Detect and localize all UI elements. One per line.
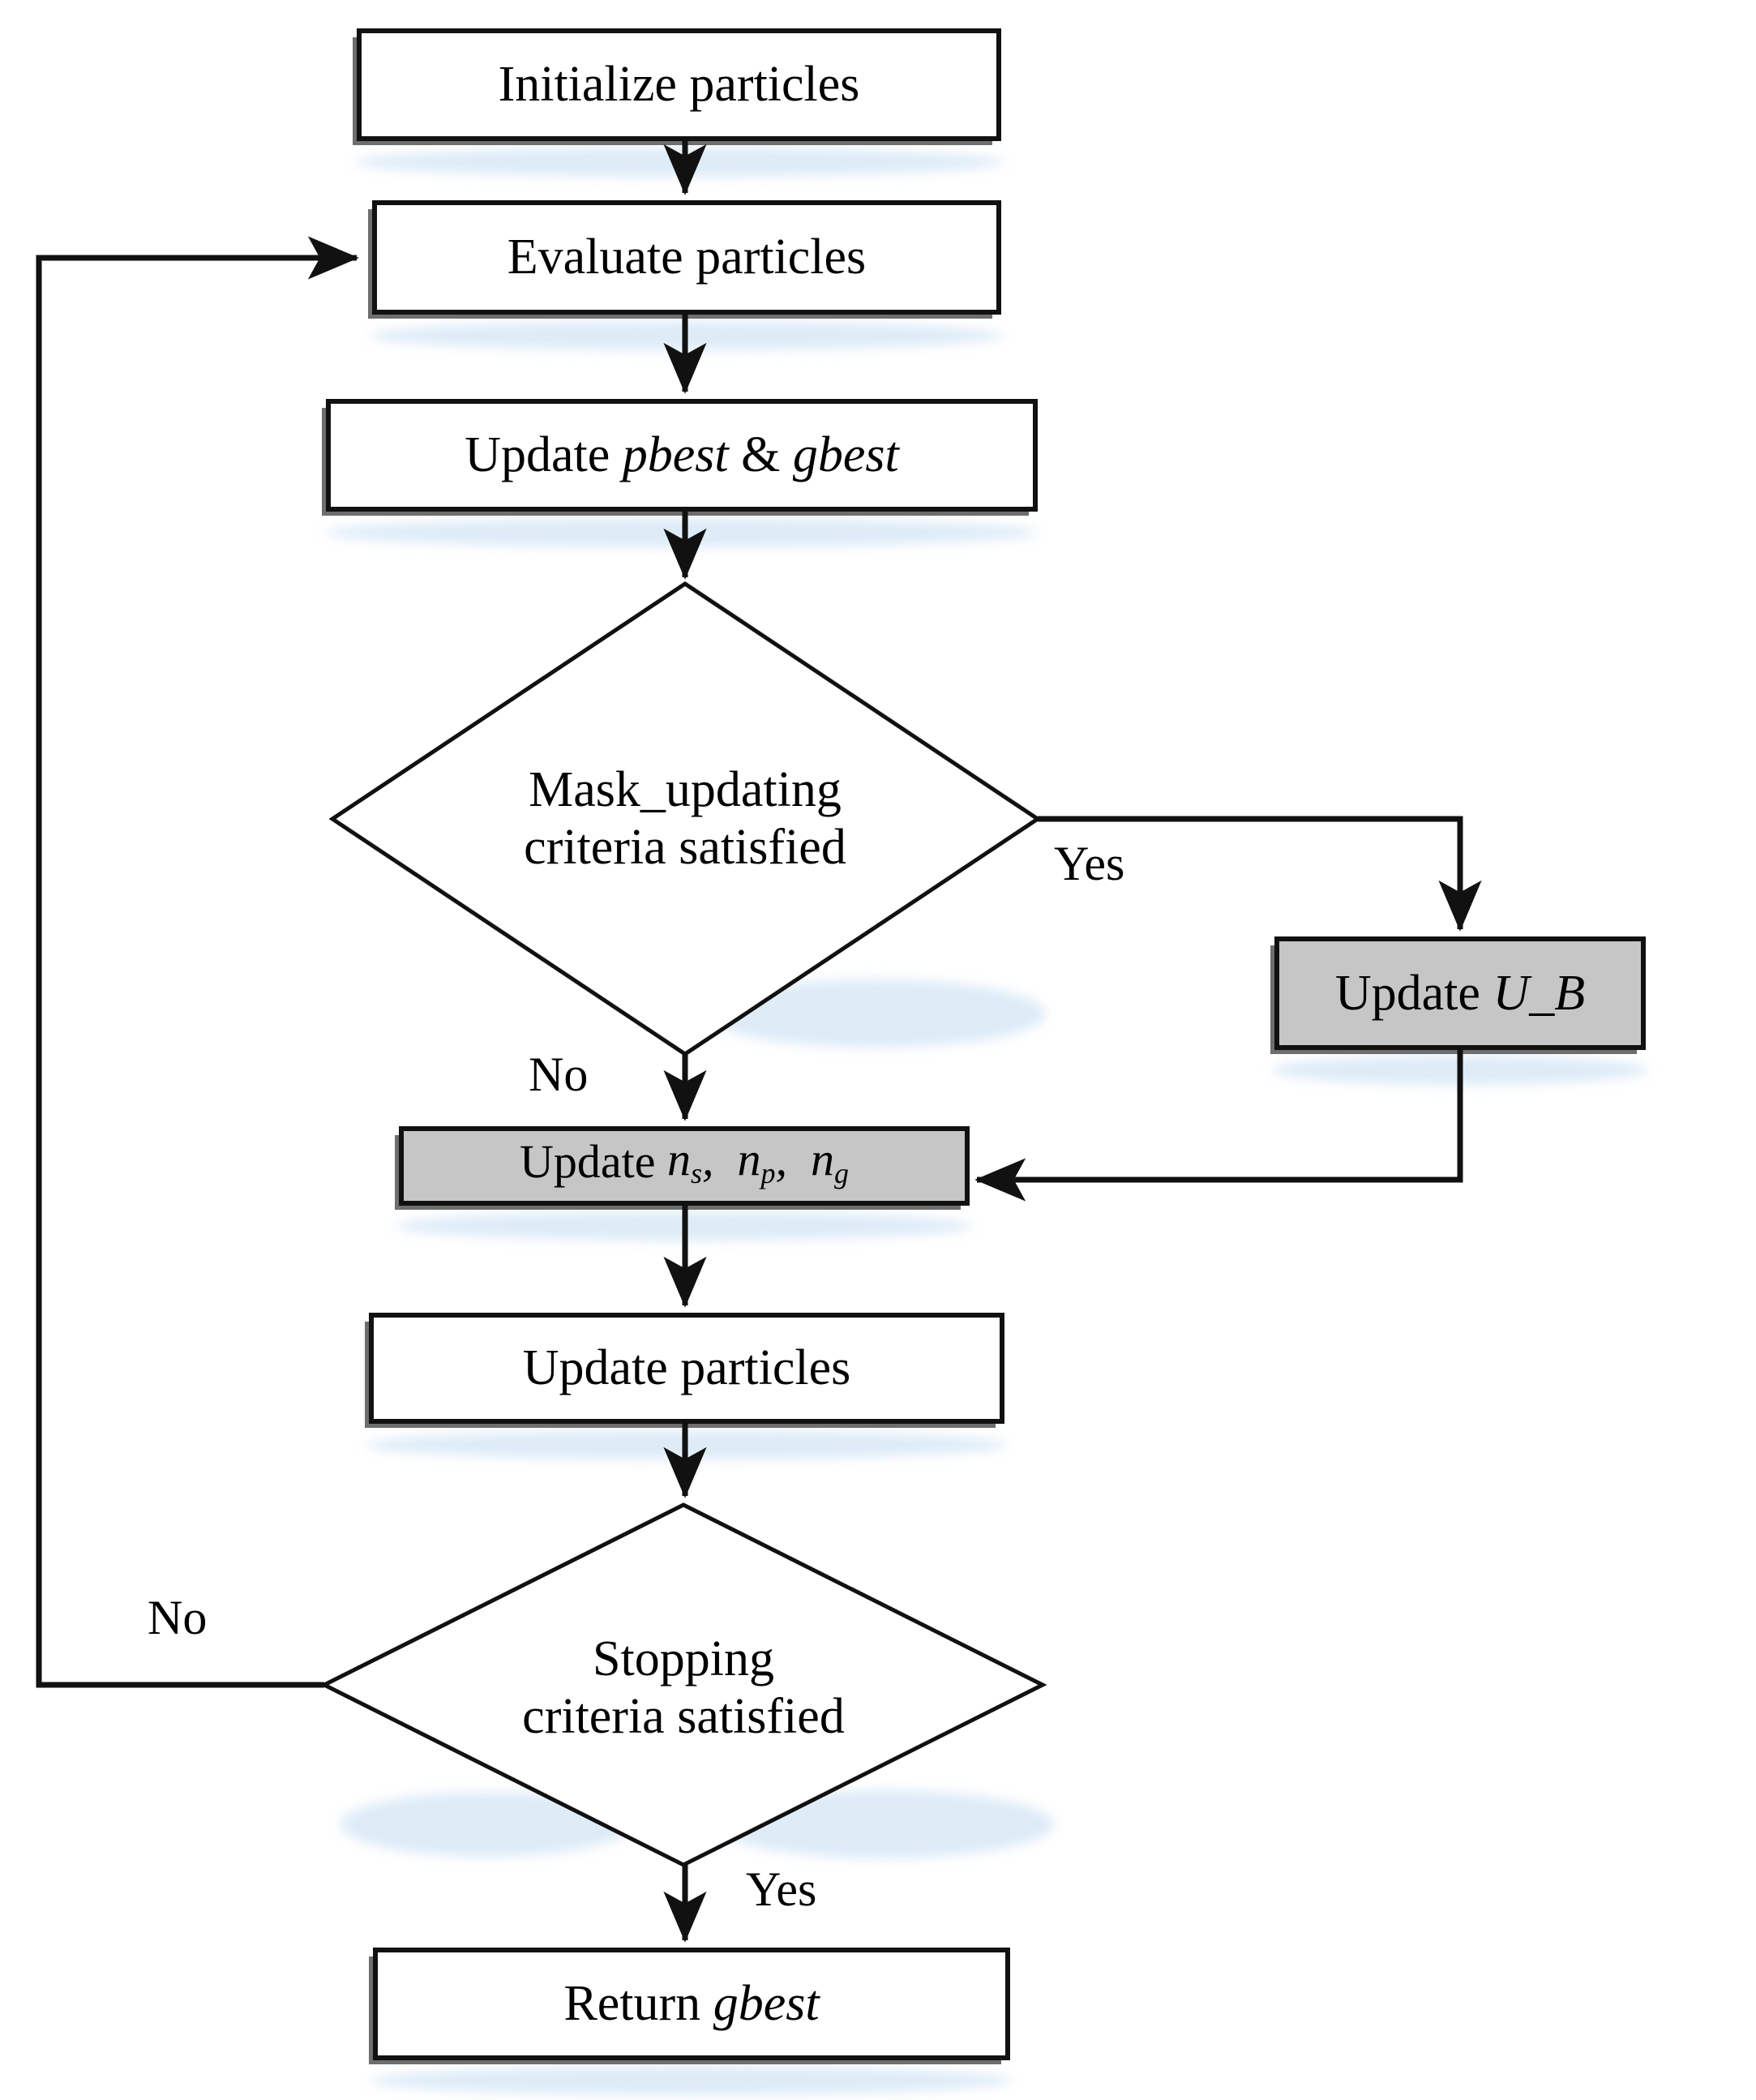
edge-stopping-no-to-evaluate [36, 236, 359, 1688]
edge-mask-yes-to-ub [1038, 816, 1482, 932]
node-evaluate-particles [372, 200, 1001, 315]
node-update-particles [369, 1313, 1004, 1424]
node-update-ub [1274, 936, 1646, 1050]
connectors [36, 139, 1482, 1943]
shape-outlines [319, 28, 1646, 2060]
node-initialize-particles [357, 28, 1001, 141]
node-return-gbest [373, 1948, 1010, 2060]
edge-ub-to-nsnpng [974, 1048, 1463, 1202]
node-update-ns-np-ng [399, 1126, 970, 1206]
node-stopping-criteria [319, 1502, 1047, 1867]
edge-label-stopping-no: No [148, 1591, 208, 1644]
edge-label-mask-yes: Yes [1054, 837, 1125, 890]
edge-label-mask-no: No [529, 1048, 589, 1101]
edge-label-stopping-yes: Yes [746, 1862, 817, 1916]
node-mask-updating-criteria [328, 581, 1042, 1057]
node-update-pbest-gbest [326, 399, 1038, 512]
